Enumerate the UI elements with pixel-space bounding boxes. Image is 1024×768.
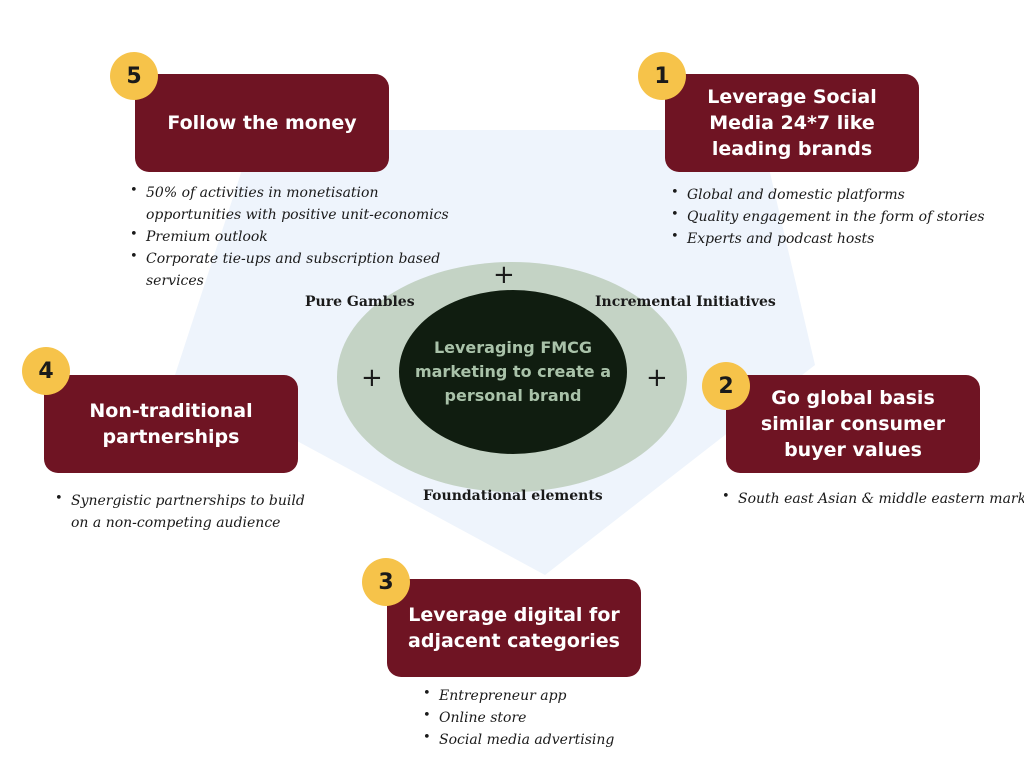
label-incremental-initiatives: Incremental Initiatives [595,294,776,310]
node-2-number: 2 [718,373,734,399]
node-5-bullet-1: 50% of activities in monetisation opport… [130,180,460,226]
node-2-bullets: South east Asian & middle eastern market… [722,486,1024,510]
node-4-title: Non-traditional partnerships [89,400,253,448]
inner-ellipse: Leveraging FMCG marketing to create a pe… [399,290,627,454]
label-foundational-elements: Foundational elements [423,488,603,504]
node-4-box: Non-traditional partnerships [44,375,298,473]
center-title: Leveraging FMCG marketing to create a pe… [414,338,612,405]
node-1-bullet-3: Experts and podcast hosts [671,226,1001,250]
node-4-bullet-1: Synergistic partnerships to build on a n… [55,488,315,534]
node-3-title: Leverage digital for adjacent categories [408,604,620,652]
node-1-title: Leverage Social Media 24*7 like leading … [707,86,877,160]
node-5-title: Follow the money [167,112,357,134]
node-3-box: Leverage digital for adjacent categories [387,579,641,677]
node-5-box: Follow the money [135,74,389,172]
plus-top: + [493,260,515,290]
node-3-bullet-2: Online store [423,705,663,729]
node-2-title: Go global basis similar consumer buyer v… [760,387,946,461]
node-1-bullet-1: Global and domestic platforms [671,182,1001,206]
node-1-number: 1 [654,63,670,89]
node-2-badge: 2 [702,362,750,410]
node-1-badge: 1 [638,52,686,100]
plus-left: + [361,363,383,393]
node-3-number: 3 [378,569,394,595]
node-1-bullet-2: Quality engagement in the form of storie… [671,204,1001,228]
node-5-bullets: 50% of activities in monetisation opport… [130,180,460,292]
node-1-bullets: Global and domestic platforms Quality en… [671,182,1001,250]
node-2-bullet-1: South east Asian & middle eastern market… [722,486,1024,510]
node-5-badge: 5 [110,52,158,100]
node-4-bullets: Synergistic partnerships to build on a n… [55,488,315,534]
node-1-box: Leverage Social Media 24*7 like leading … [665,74,919,172]
node-3-bullets: Entrepreneur app Online store Social med… [423,683,663,751]
plus-right: + [646,363,668,393]
node-5-number: 5 [126,63,142,89]
node-5-bullet-3: Corporate tie-ups and subscription based… [130,246,460,292]
node-3-badge: 3 [362,558,410,606]
label-pure-gambles: Pure Gambles [305,294,415,310]
node-3-bullet-1: Entrepreneur app [423,683,663,707]
node-4-badge: 4 [22,347,70,395]
node-3-bullet-3: Social media advertising [423,727,663,751]
node-5-bullet-2: Premium outlook [130,224,460,248]
node-4-number: 4 [38,358,54,384]
node-2-box: Go global basis similar consumer buyer v… [726,375,980,473]
